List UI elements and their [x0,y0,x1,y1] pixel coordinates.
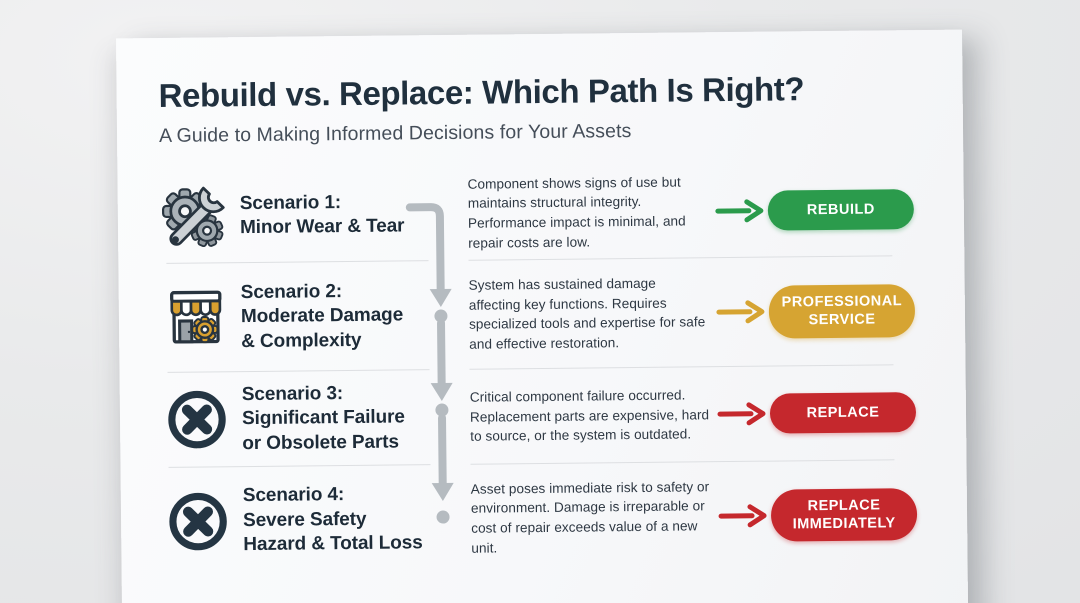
amber-arrow-right-icon [715,299,767,326]
circle-x-icon [162,385,243,456]
scenario-name: Moderate Damage & Complexity [240,304,404,352]
header: Rebuild vs. Replace: Which Path Is Right… [158,70,953,148]
rebuild-button[interactable]: REBUILD [767,189,915,231]
scenario-1-description: Component shows signs of use but maintai… [467,174,686,251]
professional-service-button[interactable]: PROFESSIONAL SERVICE [768,284,916,339]
scenario-rows: Scenario 1: Minor Wear & Tear Component … [159,162,919,576]
scenario-2-description: System has sustained damage affecting ke… [468,276,706,352]
scenario-label: Scenario 1: [239,191,342,214]
page-subtitle: A Guide to Making Informed Decisions for… [158,119,632,147]
scenario-3-description: Critical component failure occurred. Rep… [469,387,710,444]
scenario-name: Minor Wear & Tear [239,215,405,239]
scenario-row-1: Scenario 1: Minor Wear & Tear Component … [159,162,916,264]
wrench-gear-icon [160,181,241,252]
scenario-4-title: Scenario 4: Severe Safety Hazard & Total… [243,483,436,558]
scenario-label: Scenario 3: [241,383,344,406]
storefront-gear-icon [161,283,242,354]
red-arrow-right-icon [716,401,768,428]
scenario-label: Scenario 4: [242,484,345,507]
page-title: Rebuild vs. Replace: Which Path Is Right… [158,70,805,114]
scenario-row-3: Scenario 3: Significant Failure or Obsol… [162,365,919,468]
scenario-4-description: Asset poses immediate risk to safety or … [470,479,710,556]
scenario-label: Scenario 2: [240,281,343,304]
circle-x-icon [163,486,244,557]
replace-button[interactable]: REPLACE [769,392,917,435]
infographic-card: Rebuild vs. Replace: Which Path Is Right… [116,29,969,603]
red-arrow-right-icon [717,503,769,530]
scenario-name: Severe Safety Hazard & Total Loss [242,508,423,556]
scenario-3-title: Scenario 3: Significant Failure or Obsol… [242,381,435,456]
green-arrow-right-icon [714,198,766,225]
scenario-row-4: Scenario 4: Severe Safety Hazard & Total… [163,460,920,576]
scenario-1-title: Scenario 1: Minor Wear & Tear [240,190,432,241]
replace-immediately-button[interactable]: REPLACE IMMEDIATELY [770,487,918,542]
scenario-row-2: Scenario 2: Moderate Damage & Complexity… [160,256,917,373]
scenario-2-title: Scenario 2: Moderate Damage & Complexity [241,279,434,354]
scenario-name: Significant Failure or Obsolete Parts [241,406,405,454]
